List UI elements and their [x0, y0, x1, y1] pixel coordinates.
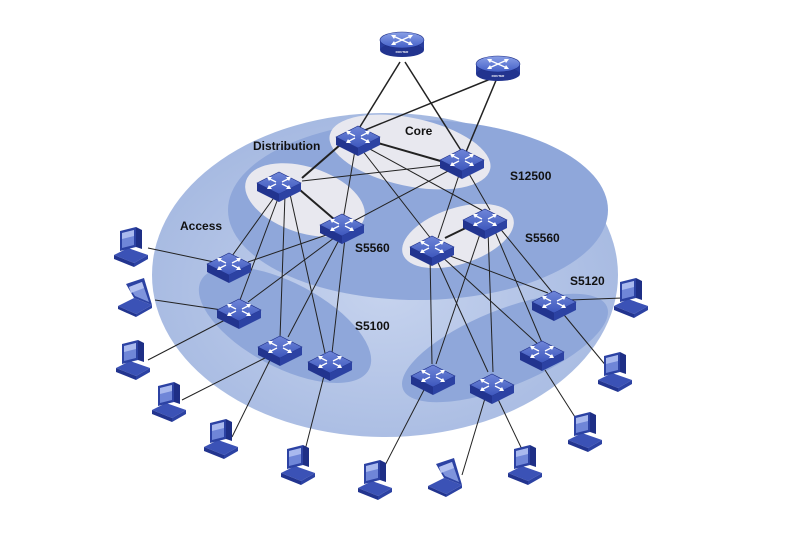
link-dist-b-acc3	[287, 237, 341, 338]
link-core2-dist-d	[467, 171, 491, 211]
link-dist-d-acc6	[487, 229, 494, 373]
desktop-computer-icon	[358, 460, 392, 500]
link-core1-dist-c	[361, 149, 433, 241]
link-dist-a-dist-b	[299, 189, 336, 221]
desktop-computer-icon	[114, 227, 148, 267]
desktop-computer-icon	[508, 445, 542, 485]
link-core1-dist-b	[342, 149, 356, 221]
link-dist-d-acc8	[497, 225, 553, 293]
link-core1-dist-d	[367, 147, 486, 213]
label-s5100: S5100	[355, 319, 390, 333]
label-s5560-right: S5560	[525, 231, 560, 245]
link-dist-a-acc4	[289, 193, 326, 354]
router-caption: ROUTER	[396, 50, 410, 54]
router-icon: ROUTER	[475, 55, 521, 82]
link-router1-core2	[404, 61, 463, 153]
link-router1-core1	[357, 61, 401, 131]
link-dist-a-acc3	[279, 194, 286, 339]
link-acc8-pc10	[569, 297, 623, 301]
link-dist-b-acc1	[247, 231, 336, 263]
network-links	[147, 61, 623, 476]
link-router2-core1	[364, 77, 494, 131]
label-s5120: S5120	[570, 274, 605, 288]
link-dist-a-acc2	[239, 192, 281, 301]
label-s12500: S12500	[510, 169, 552, 183]
desktop-computer-icon	[152, 382, 186, 422]
label-distribution: Distribution	[253, 139, 320, 153]
link-acc5-pc6	[379, 385, 427, 476]
distribution-core-region	[228, 120, 608, 300]
link-dist-b-acc4	[331, 237, 346, 354]
link-acc1-pc1	[147, 247, 215, 263]
link-acc2-laptop1	[154, 299, 223, 311]
link-acc6-laptop2	[461, 394, 487, 476]
laptop-icon	[428, 458, 462, 497]
desktop-computer-icon	[568, 412, 602, 452]
link-core2-dist-a	[301, 164, 445, 182]
link-dist-c-acc8	[444, 253, 549, 294]
link-acc2-pc2	[147, 319, 226, 361]
link-acc8-pc9	[559, 309, 613, 374]
label-s5560-left: S5560	[355, 241, 390, 255]
link-acc3-pc4	[231, 359, 271, 438]
link-core1-core2	[377, 142, 445, 163]
router-icon: ROUTER	[379, 31, 425, 58]
label-access: Access	[180, 219, 222, 233]
link-dist-d-acc7	[493, 228, 544, 346]
desktop-computer-icon	[598, 352, 632, 392]
router-caption: ROUTER	[492, 74, 506, 78]
link-acc3-pc3	[181, 357, 266, 401]
link-core2-dist-b	[351, 169, 451, 223]
desktop-computer-icon	[281, 445, 315, 485]
link-dist-c-acc6	[434, 255, 489, 373]
link-dist-b-acc2	[247, 234, 339, 303]
link-core1-dist-a	[301, 144, 341, 179]
link-dist-c-acc5	[429, 254, 433, 365]
link-router2-core2	[465, 77, 498, 153]
desktop-computer-icon	[204, 419, 238, 459]
label-core: Core	[405, 124, 433, 138]
link-core2-dist-c	[437, 171, 461, 239]
desktop-computer-icon	[116, 340, 150, 380]
link-dist-d-acc5	[435, 227, 483, 365]
link-dist-a-acc1	[231, 191, 279, 257]
laptop-icon	[118, 278, 152, 317]
